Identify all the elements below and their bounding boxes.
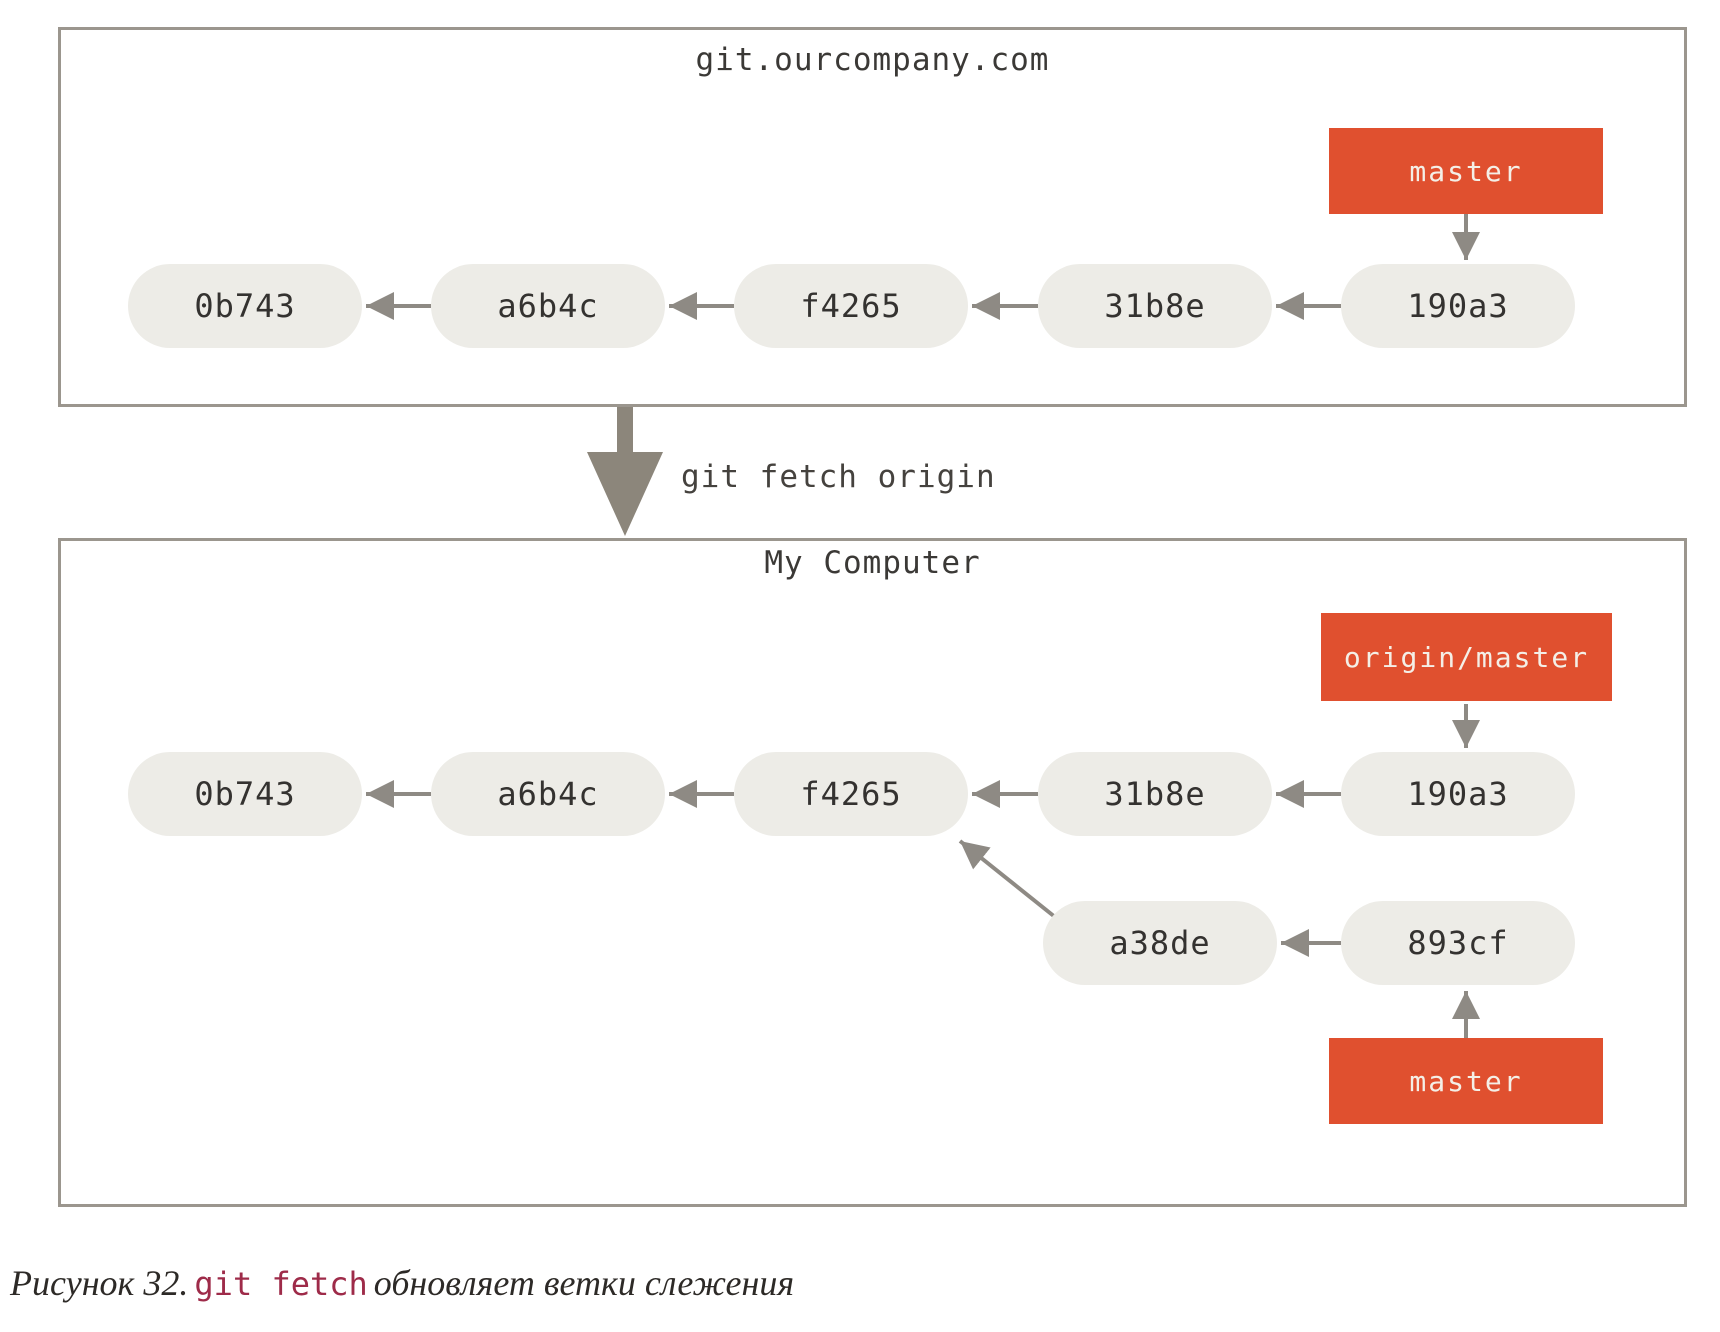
local-master-branch-label: master bbox=[1409, 1064, 1523, 1098]
fetch-arrow bbox=[587, 407, 663, 536]
fetch-command-label: git fetch origin bbox=[681, 459, 996, 495]
remote-commit-a6b4c: a6b4c bbox=[431, 264, 665, 348]
remote-master-branch-box: master bbox=[1329, 128, 1603, 214]
local-commit-31b8e: 31b8e bbox=[1038, 752, 1272, 836]
figure-caption-code: git fetch bbox=[194, 1265, 368, 1303]
remote-panel bbox=[58, 27, 1687, 407]
local-commit-a38de: a38de bbox=[1043, 901, 1277, 985]
local-commit-a6b4c: a6b4c bbox=[431, 752, 665, 836]
origin-master-branch-label: origin/master bbox=[1343, 640, 1590, 674]
figure-caption-text: обновляет ветки слежения bbox=[373, 1263, 795, 1303]
remote-master-branch-label: master bbox=[1409, 154, 1523, 188]
origin-master-branch-box: origin/master bbox=[1321, 613, 1612, 701]
remote-commit-190a3: 190a3 bbox=[1341, 264, 1575, 348]
arrow-a38de-to-f4265 bbox=[958, 839, 1057, 919]
figure-caption-number: Рисунок 32. bbox=[10, 1263, 189, 1303]
local-commit-0b743: 0b743 bbox=[128, 752, 362, 836]
remote-commit-0b743: 0b743 bbox=[128, 264, 362, 348]
local-commit-f4265: f4265 bbox=[734, 752, 968, 836]
remote-commit-31b8e: 31b8e bbox=[1038, 264, 1272, 348]
local-panel-title: My Computer bbox=[764, 545, 981, 581]
local-master-branch-box: master bbox=[1329, 1038, 1603, 1124]
remote-panel-title: git.ourcompany.com bbox=[695, 42, 1050, 78]
remote-commit-f4265: f4265 bbox=[734, 264, 968, 348]
local-commit-893cf: 893cf bbox=[1341, 901, 1575, 985]
local-commit-190a3: 190a3 bbox=[1341, 752, 1575, 836]
local-panel bbox=[58, 538, 1687, 1207]
